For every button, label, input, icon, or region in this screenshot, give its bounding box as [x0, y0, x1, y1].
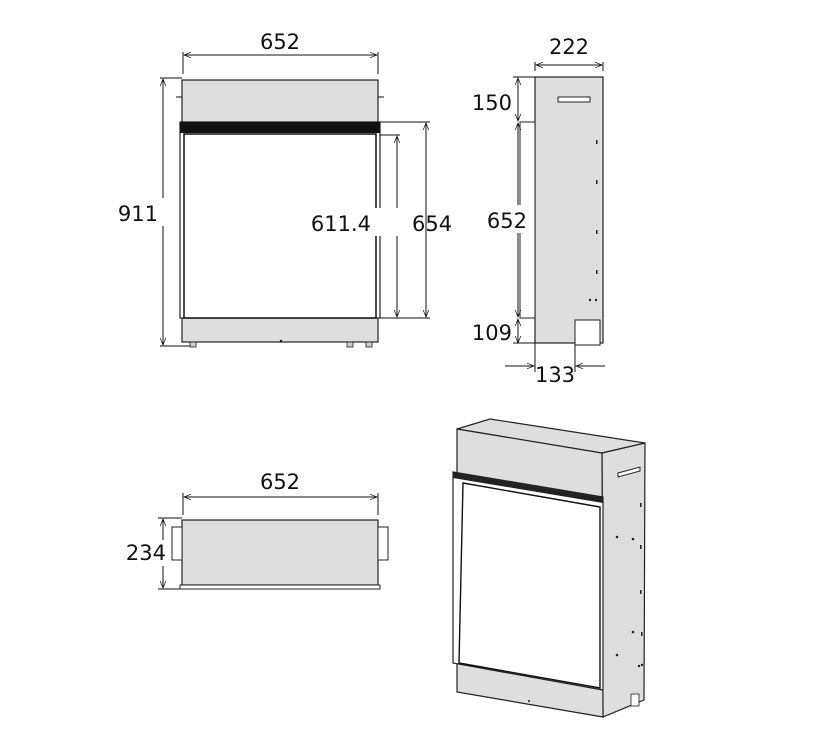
top-depth-label: 234 — [126, 541, 166, 565]
front-frame-edge — [179, 584, 381, 590]
top-view: 652 234 — [126, 470, 389, 590]
right-bracket — [377, 526, 389, 561]
front-height-label: 911 — [118, 202, 158, 226]
foot — [346, 341, 354, 348]
frame-height-label: 654 — [412, 212, 452, 236]
iso-glass — [458, 482, 601, 689]
top-housing — [181, 519, 379, 586]
side-bracket-label: 133 — [535, 363, 575, 387]
glass-height-label: 611.4 — [311, 212, 371, 236]
iso-handle — [617, 466, 641, 478]
left-bracket — [171, 526, 183, 561]
bracket — [574, 319, 601, 346]
iso-bracket — [630, 693, 640, 707]
front-view: 652 911 611.4 654 — [118, 30, 452, 348]
front-width-label: 652 — [260, 30, 300, 54]
foot — [365, 341, 373, 348]
top-width-label: 652 — [260, 470, 300, 494]
side-bottom-label: 109 — [472, 321, 512, 345]
handle — [557, 96, 591, 103]
iso-side-face — [601, 442, 646, 718]
foot — [189, 341, 197, 348]
isometric-view — [452, 418, 646, 718]
side-frame-label: 652 — [487, 209, 527, 233]
side-housing — [534, 76, 604, 344]
side-top-label: 150 — [472, 91, 512, 115]
control-strip — [180, 122, 380, 133]
side-view: 222 150 652 109 133 — [472, 35, 605, 387]
side-depth-label: 222 — [549, 35, 589, 59]
